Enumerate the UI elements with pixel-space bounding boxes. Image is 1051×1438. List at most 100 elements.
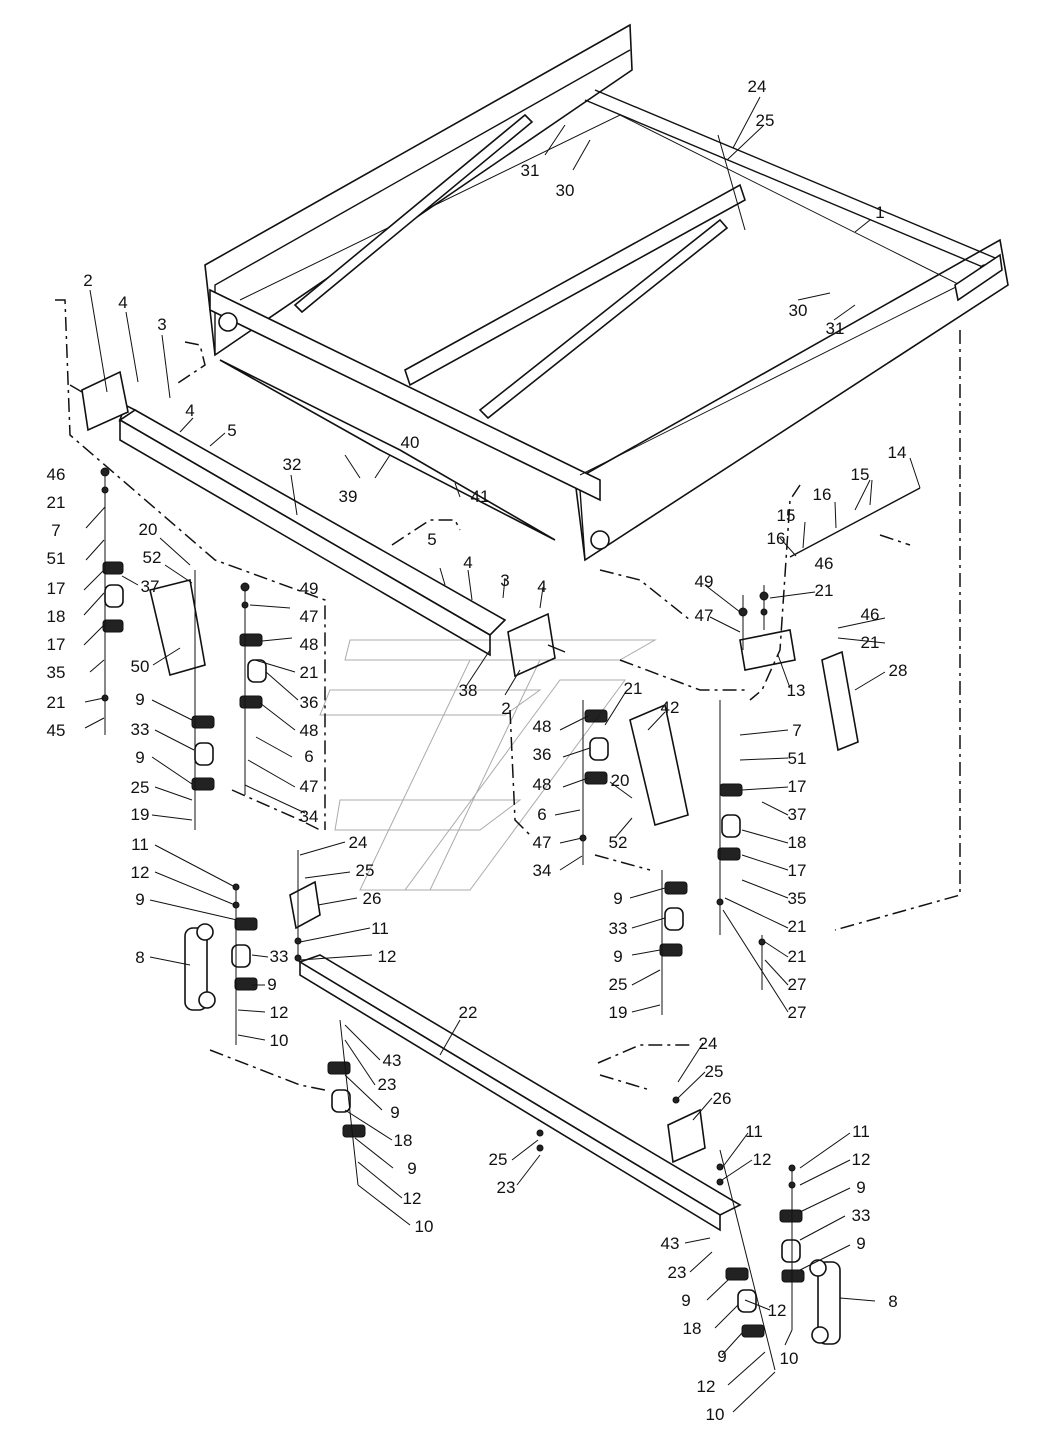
callout-label: 20 bbox=[611, 771, 630, 790]
callout-label: 8 bbox=[135, 948, 144, 967]
callout-label: 12 bbox=[403, 1189, 422, 1208]
callout-label: 9 bbox=[613, 947, 622, 966]
callout-label: 5 bbox=[227, 421, 236, 440]
callout-label: 9 bbox=[856, 1234, 865, 1253]
callout-label: 23 bbox=[497, 1178, 516, 1197]
callout-label: 48 bbox=[533, 775, 552, 794]
callout-label: 25 bbox=[609, 975, 628, 994]
callout-label: 42 bbox=[661, 698, 680, 717]
callout-label: 37 bbox=[788, 805, 807, 824]
assembly-lines bbox=[55, 299, 961, 1091]
callout-label: 16 bbox=[813, 485, 832, 504]
frame-holes bbox=[218, 264, 991, 550]
callout-label: 17 bbox=[47, 579, 66, 598]
callout-label: 11 bbox=[745, 1122, 763, 1141]
callout-label: 47 bbox=[300, 777, 319, 796]
callout-label: 9 bbox=[135, 890, 144, 909]
callout-label: 24 bbox=[699, 1034, 718, 1053]
callout-label: 48 bbox=[300, 721, 319, 740]
callout-label: 47 bbox=[300, 607, 319, 626]
callout-label: 41 bbox=[471, 487, 490, 506]
callout-label: 31 bbox=[521, 161, 540, 180]
callout-label: 4 bbox=[537, 577, 546, 596]
pin-rod bbox=[789, 487, 921, 558]
callout-label: 5 bbox=[427, 530, 436, 549]
callout-label: 3 bbox=[500, 571, 509, 590]
end-plate-right bbox=[507, 612, 566, 678]
callout-label: 22 bbox=[459, 1003, 478, 1022]
callout-label: 25 bbox=[356, 861, 375, 880]
bracket-50 bbox=[149, 579, 206, 676]
callout-label: 38 bbox=[459, 681, 478, 700]
callout-label: 40 bbox=[401, 433, 420, 452]
callout-label: 21 bbox=[788, 917, 807, 936]
callout-label: 33 bbox=[852, 1206, 871, 1225]
callout-label: 28 bbox=[889, 661, 908, 680]
callout-label: 7 bbox=[51, 521, 60, 540]
callout-label: 15 bbox=[851, 465, 870, 484]
callout-label: 25 bbox=[131, 778, 150, 797]
callout-label: 11 bbox=[131, 835, 149, 854]
callout-label: 47 bbox=[695, 606, 714, 625]
rear-beam bbox=[298, 954, 742, 1232]
callout-label: 18 bbox=[788, 833, 807, 852]
callout-label: 50 bbox=[131, 657, 150, 676]
callout-label: 34 bbox=[300, 807, 319, 826]
clamps bbox=[102, 561, 805, 1338]
callout-label: 33 bbox=[131, 720, 150, 739]
callout-label: 36 bbox=[300, 693, 319, 712]
callout-label: 17 bbox=[788, 861, 807, 880]
callout-label: 6 bbox=[304, 747, 313, 766]
callout-label: 24 bbox=[748, 77, 767, 96]
callout-label: 12 bbox=[378, 947, 397, 966]
callout-label: 9 bbox=[856, 1178, 865, 1197]
leader-lines bbox=[83, 96, 921, 1413]
main-frame bbox=[204, 23, 1009, 562]
watermark-logo bbox=[319, 639, 657, 891]
callout-label: 17 bbox=[47, 635, 66, 654]
callout-label: 9 bbox=[135, 690, 144, 709]
callout-label: 37 bbox=[141, 577, 160, 596]
callout-label: 23 bbox=[668, 1263, 687, 1282]
callout-label: 48 bbox=[533, 717, 552, 736]
callout-label: 21 bbox=[47, 693, 66, 712]
callout-label: 19 bbox=[609, 1003, 628, 1022]
callout-label: 52 bbox=[609, 833, 628, 852]
callout-label: 9 bbox=[267, 975, 276, 994]
callout-label: 48 bbox=[300, 635, 319, 654]
callout-label: 10 bbox=[270, 1031, 289, 1050]
callout-label: 49 bbox=[300, 579, 319, 598]
callout-label: 12 bbox=[697, 1377, 716, 1396]
callout-label: 9 bbox=[407, 1159, 416, 1178]
callout-label: 30 bbox=[789, 301, 808, 320]
bracket-13 bbox=[739, 629, 796, 671]
callout-label: 33 bbox=[270, 947, 289, 966]
callout-label: 21 bbox=[47, 493, 66, 512]
callout-label: 19 bbox=[131, 805, 150, 824]
callout-label: 9 bbox=[390, 1103, 399, 1122]
link-right bbox=[809, 1259, 841, 1345]
callout-label: 30 bbox=[556, 181, 575, 200]
callout-label: 6 bbox=[537, 805, 546, 824]
callout-label: 9 bbox=[681, 1291, 690, 1310]
callout-label: 32 bbox=[283, 455, 302, 474]
callout-label: 10 bbox=[706, 1405, 725, 1424]
callout-label: 1 bbox=[875, 203, 884, 222]
callout-label: 27 bbox=[788, 975, 807, 994]
callout-label: 3 bbox=[157, 315, 166, 334]
callout-label: 43 bbox=[661, 1234, 680, 1253]
callout-label: 8 bbox=[888, 1292, 897, 1311]
callout-label: 17 bbox=[788, 777, 807, 796]
callout-label: 9 bbox=[613, 889, 622, 908]
callout-label: 12 bbox=[270, 1003, 289, 1022]
callout-label: 4 bbox=[463, 553, 472, 572]
callout-label: 31 bbox=[826, 319, 845, 338]
callout-label: 26 bbox=[713, 1089, 732, 1108]
callout-label: 21 bbox=[788, 947, 807, 966]
callout-label: 11 bbox=[371, 919, 389, 938]
callout-label: 15 bbox=[777, 506, 796, 525]
callout-label: 25 bbox=[489, 1150, 508, 1169]
bolt-stacks bbox=[100, 134, 796, 1371]
